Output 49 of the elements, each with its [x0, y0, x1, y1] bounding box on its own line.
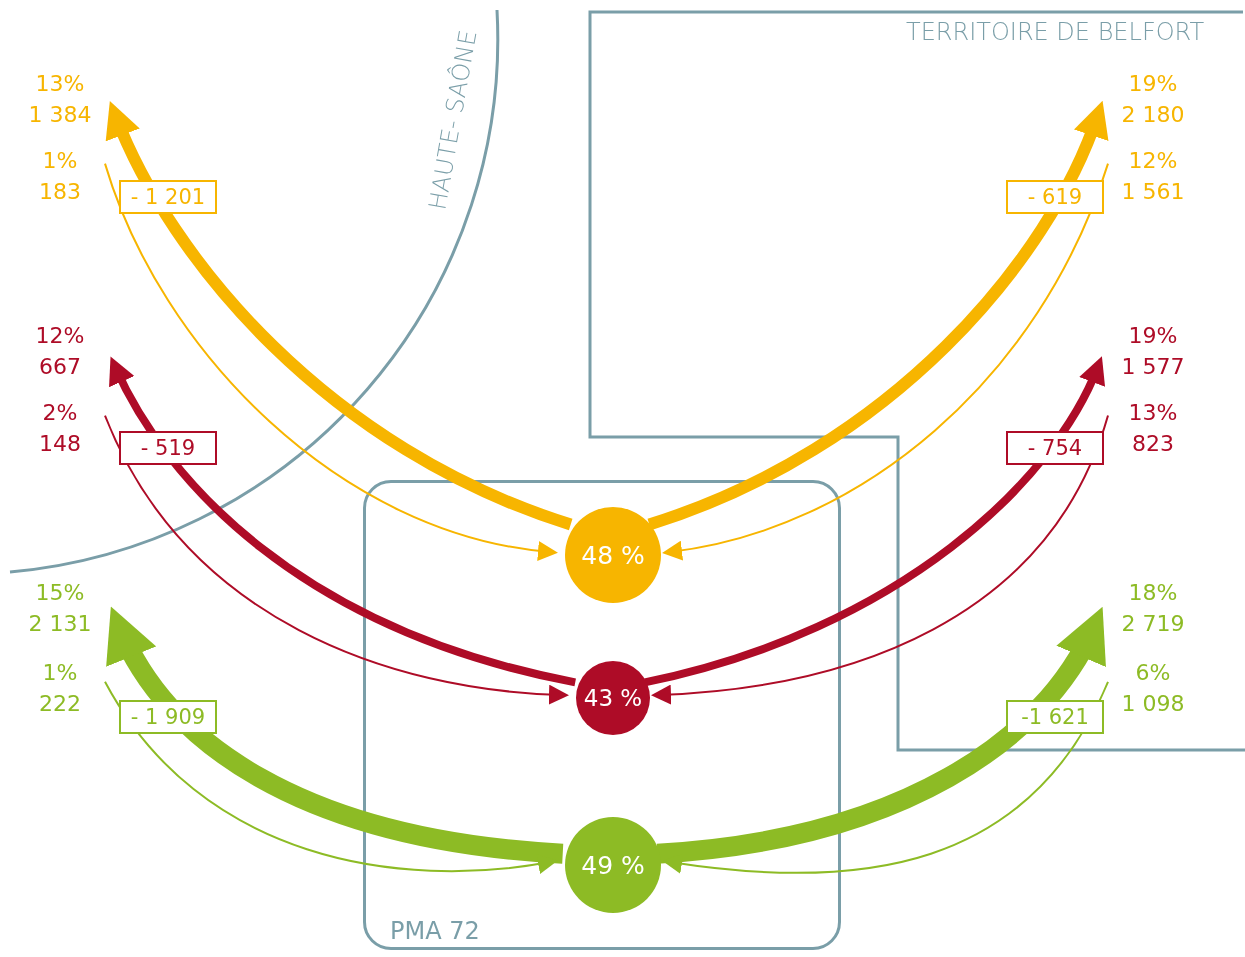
count-value: 1 384: [28, 101, 92, 129]
count-value: 148: [39, 430, 81, 458]
region-name: HAUTE- SAÔNE: [423, 28, 483, 212]
percentage-circle: 48 %: [565, 507, 661, 603]
share-value: 13%: [1128, 399, 1178, 427]
balance-tag: - 619: [1006, 180, 1104, 214]
flow-arrow: [104, 162, 558, 561]
flow-arrow: [647, 100, 1108, 531]
share-value: 18%: [1128, 579, 1178, 607]
share-value: 1%: [42, 659, 78, 687]
flow-arrow: [104, 680, 558, 874]
share-value: 12%: [1128, 147, 1178, 175]
count-value: 222: [39, 690, 81, 718]
zone-frame: [363, 480, 841, 950]
region-name: TERRITOIRE DE BELFORT: [906, 18, 1205, 46]
count-value: 1 561: [1121, 178, 1185, 206]
share-value: 12%: [35, 322, 85, 350]
share-value: 2%: [42, 399, 78, 427]
share-value: 19%: [1128, 70, 1178, 98]
count-value: 823: [1132, 430, 1174, 458]
count-value: 667: [39, 353, 81, 381]
share-value: 19%: [1128, 322, 1178, 350]
flow-arrow: [651, 414, 1109, 705]
percentage-circle: 49 %: [565, 817, 661, 913]
balance-tag: - 1 909: [119, 700, 217, 734]
flow-arrow: [109, 356, 577, 687]
zone-name: PMA 72: [390, 917, 480, 945]
balance-tag: - 519: [119, 431, 217, 465]
percentage-circle: 43 %: [576, 661, 650, 735]
count-value: 1 577: [1121, 353, 1185, 381]
balance-tag: - 754: [1006, 431, 1104, 465]
count-value: 183: [39, 178, 81, 206]
flow-arrow: [662, 680, 1109, 874]
flow-arrow: [106, 101, 573, 531]
share-value: 6%: [1135, 659, 1171, 687]
flow-arrow: [643, 356, 1104, 687]
flow-arrow: [656, 607, 1104, 864]
share-value: 15%: [35, 579, 85, 607]
share-value: 13%: [35, 70, 85, 98]
flow-arrow: [108, 607, 564, 864]
flow-arrow: [104, 414, 569, 705]
balance-tag: - 1 201: [119, 180, 217, 214]
balance-tag: -1 621: [1006, 700, 1104, 734]
count-value: 1 098: [1121, 690, 1185, 718]
share-value: 1%: [42, 147, 78, 175]
count-value: 2 719: [1121, 610, 1185, 638]
flow-arrow: [662, 162, 1109, 560]
count-value: 2 131: [28, 610, 92, 638]
count-value: 2 180: [1121, 101, 1185, 129]
